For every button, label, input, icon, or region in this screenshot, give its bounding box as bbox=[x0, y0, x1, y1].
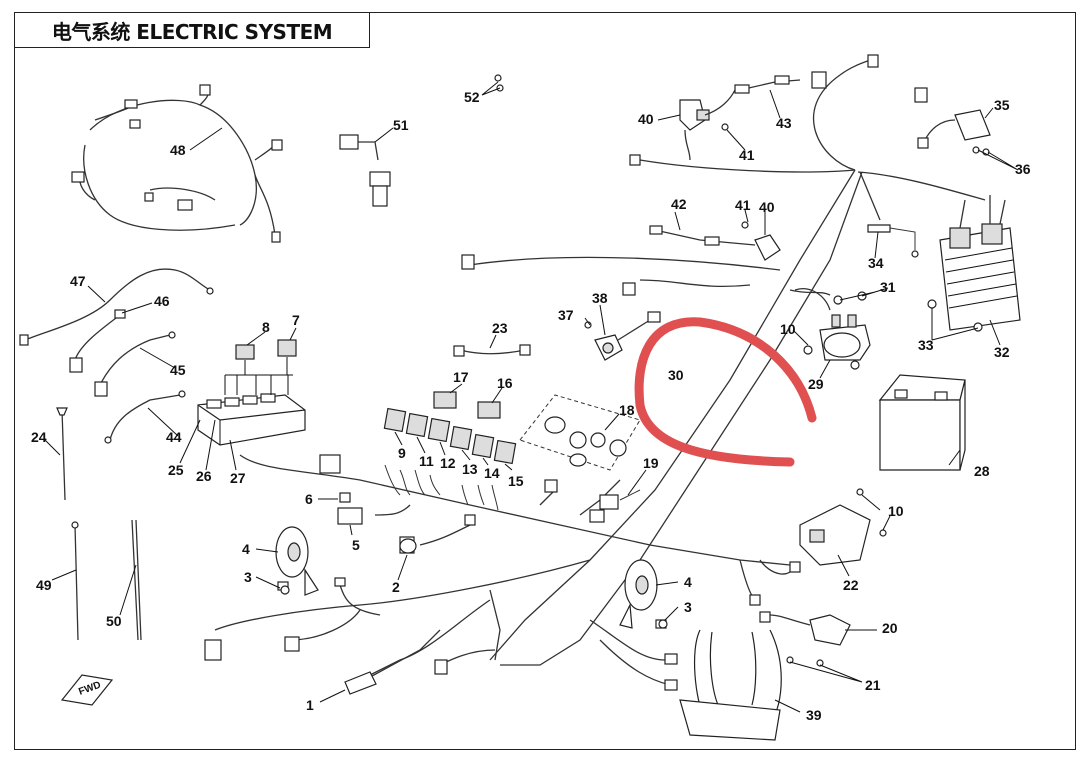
label-16: 16 bbox=[497, 375, 513, 391]
label-23: 23 bbox=[492, 320, 508, 336]
label-14: 14 bbox=[484, 465, 500, 481]
label-51: 51 bbox=[393, 117, 409, 133]
label-15: 15 bbox=[508, 473, 524, 489]
sensor-20-21 bbox=[759, 611, 851, 667]
label-4b: 4 bbox=[684, 574, 692, 590]
label-26: 26 bbox=[196, 468, 212, 484]
label-7: 7 bbox=[292, 312, 300, 328]
regulator-32 bbox=[927, 195, 1021, 332]
part-labels: 1 2 3 3 4 4 5 6 7 8 9 10 10 11 12 13 14 … bbox=[31, 89, 1031, 723]
label-42: 42 bbox=[671, 196, 687, 212]
module-35 bbox=[917, 109, 991, 156]
label-21: 21 bbox=[865, 677, 881, 693]
label-43: 43 bbox=[776, 115, 792, 131]
label-39: 39 bbox=[806, 707, 822, 723]
label-30: 30 bbox=[668, 367, 684, 383]
label-17: 17 bbox=[453, 369, 469, 385]
leader-lines bbox=[44, 81, 1019, 713]
label-46: 46 bbox=[154, 293, 170, 309]
label-47: 47 bbox=[70, 273, 86, 289]
label-49: 49 bbox=[36, 577, 52, 593]
label-48: 48 bbox=[170, 142, 186, 158]
battery-28 bbox=[878, 374, 966, 471]
label-41a: 41 bbox=[739, 147, 755, 163]
label-20: 20 bbox=[882, 620, 898, 636]
label-4a: 4 bbox=[242, 541, 250, 557]
label-1: 1 bbox=[306, 697, 314, 713]
horn-right bbox=[619, 559, 667, 629]
guard-39 bbox=[679, 629, 782, 741]
label-10a: 10 bbox=[780, 321, 796, 337]
connector-19 bbox=[589, 489, 641, 523]
starter-relay-29 bbox=[794, 288, 871, 370]
diagram-frame bbox=[14, 12, 1076, 750]
label-12: 12 bbox=[440, 455, 456, 471]
label-2: 2 bbox=[392, 579, 400, 595]
label-37: 37 bbox=[558, 307, 574, 323]
label-44: 44 bbox=[166, 429, 182, 445]
sensor-1 bbox=[344, 629, 441, 695]
label-36: 36 bbox=[1015, 161, 1031, 177]
red-highlight-annotation bbox=[634, 317, 817, 467]
label-22: 22 bbox=[843, 577, 859, 593]
label-8: 8 bbox=[262, 319, 270, 335]
label-38: 38 bbox=[592, 290, 608, 306]
label-52: 52 bbox=[464, 89, 480, 105]
horn-left bbox=[275, 526, 319, 596]
connectors bbox=[204, 54, 928, 691]
label-11: 11 bbox=[419, 453, 434, 469]
label-18: 18 bbox=[619, 402, 635, 418]
label-10b: 10 bbox=[888, 503, 904, 519]
sub-harness-48 bbox=[71, 84, 283, 243]
label-27: 27 bbox=[230, 470, 246, 486]
label-25: 25 bbox=[168, 462, 184, 478]
label-3b: 3 bbox=[684, 599, 692, 615]
label-40a: 40 bbox=[638, 111, 654, 127]
label-40b: 40 bbox=[759, 199, 775, 215]
label-3a: 3 bbox=[244, 569, 252, 585]
mounting-rods bbox=[56, 407, 142, 641]
grommet-kit-18 bbox=[519, 394, 641, 471]
fuse-box-assembly bbox=[197, 339, 306, 446]
label-28: 28 bbox=[974, 463, 990, 479]
label-9: 9 bbox=[398, 445, 406, 461]
relay-row-9-15 bbox=[383, 391, 517, 511]
main-wiring-harness bbox=[214, 54, 986, 686]
label-31: 31 bbox=[880, 279, 896, 295]
cables-44-47 bbox=[19, 268, 214, 444]
bolts-52 bbox=[494, 74, 504, 92]
label-6: 6 bbox=[305, 491, 313, 507]
bolt-3b bbox=[658, 619, 668, 629]
fuse-34 bbox=[867, 224, 919, 258]
module-22 bbox=[799, 488, 887, 566]
label-24: 24 bbox=[31, 429, 47, 445]
switch-51 bbox=[339, 134, 391, 207]
sensors-40-43 bbox=[649, 75, 801, 261]
label-32: 32 bbox=[994, 344, 1010, 360]
label-35: 35 bbox=[994, 97, 1010, 113]
label-5: 5 bbox=[352, 537, 360, 553]
diagram-title: 电气系统 ELECTRIC SYSTEM bbox=[14, 12, 370, 48]
bolt-3a bbox=[280, 585, 290, 595]
label-34: 34 bbox=[868, 255, 884, 271]
label-41b: 41 bbox=[735, 197, 751, 213]
label-19: 19 bbox=[643, 455, 659, 471]
fwd-sticker: FWD bbox=[60, 674, 114, 706]
label-29: 29 bbox=[808, 376, 824, 392]
label-50: 50 bbox=[106, 613, 122, 629]
connector-2 bbox=[399, 538, 417, 554]
label-13: 13 bbox=[462, 461, 478, 477]
jumper-23 bbox=[453, 344, 531, 357]
sensor-37-38 bbox=[584, 311, 661, 361]
label-33: 33 bbox=[918, 337, 934, 353]
label-45: 45 bbox=[170, 362, 186, 378]
